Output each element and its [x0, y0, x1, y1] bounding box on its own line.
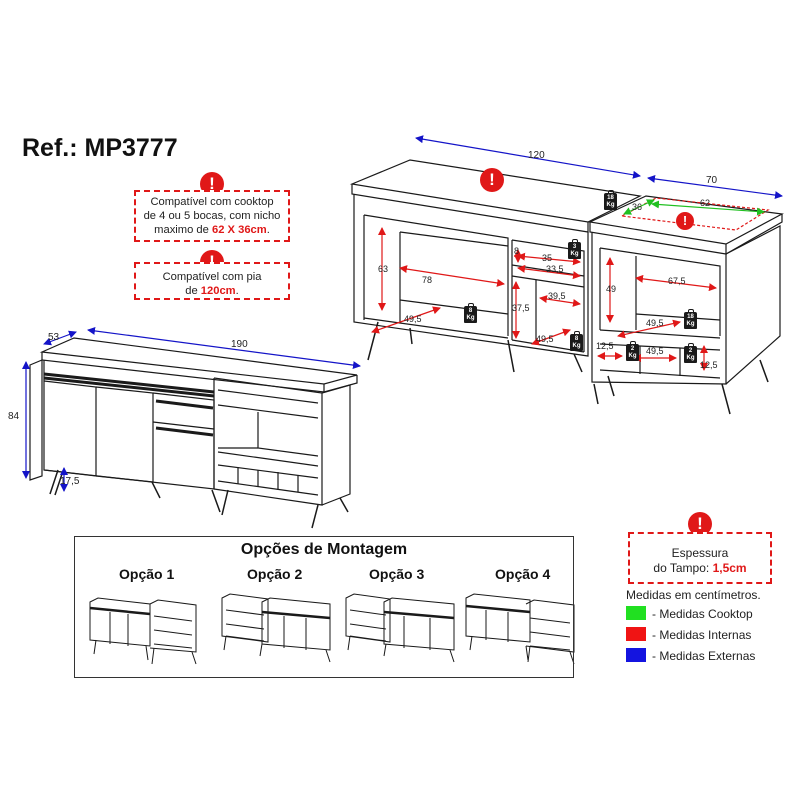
- note-line: maximo de 62 X 36cm.: [136, 223, 288, 237]
- note-text: .: [266, 224, 270, 236]
- internal-dimension-lines: [371, 227, 717, 371]
- note-text: do Tampo:: [653, 561, 713, 575]
- weight-value: 18: [687, 314, 694, 320]
- cooktop-compatibility-note: Compatível com cooktop de 4 ou 5 bocas, …: [134, 190, 290, 242]
- dimension-inner-width: 78: [422, 275, 433, 285]
- montage-title: Opções de Montagem: [240, 541, 408, 558]
- dimension-cooktop-niche-width: 62: [700, 198, 711, 208]
- weight-value: 2: [630, 346, 635, 352]
- montage-option-2-drawing: [221, 593, 331, 663]
- legend-item-cooktop: - Medidas Cooktop: [626, 604, 796, 625]
- weight-value: 3: [572, 244, 577, 250]
- note-highlight: 120cm: [200, 285, 236, 297]
- dimension-middle-height: 37,5: [512, 303, 530, 313]
- dimension-middle-width: 39,5: [548, 291, 566, 301]
- weight-unit: Kg: [466, 314, 475, 321]
- weight-unit: Kg: [572, 342, 581, 349]
- measurement-legend: Medidas em centímetros. - Medidas Cookto…: [626, 588, 796, 667]
- montage-option-label: Opção 3: [369, 566, 425, 582]
- dimension-cooktop-niche-depth: 36: [632, 202, 643, 212]
- montage-option-label: Opção 1: [119, 566, 175, 582]
- dimension-drawer-height: 8: [514, 246, 520, 256]
- dimension-leg-height: 17,5: [60, 476, 80, 487]
- assembled-unit-drawing: [29, 337, 358, 529]
- note-text: .: [235, 285, 239, 297]
- product-reference: Ref.: MP3777: [22, 134, 178, 162]
- dimension-main-width: 190: [231, 339, 248, 350]
- weight-value: 2: [688, 348, 693, 354]
- montage-option-1-drawing: [89, 597, 197, 665]
- dimension-drawer-width-2: 33,5: [546, 264, 564, 274]
- note-line: de 4 ou 5 bocas, com nicho: [143, 210, 281, 222]
- note-line: Compatível com cooktop: [150, 196, 274, 208]
- weight-unit: Kg: [570, 250, 579, 257]
- note-text: maximo de: [154, 224, 212, 236]
- dimension-cooktop-small-height: 12,5: [700, 360, 718, 370]
- montage-options-panel: Opções de Montagem Opção 1 Opção 2 Opção…: [74, 536, 574, 678]
- montage-option-label: Opção 2: [247, 566, 303, 582]
- weight-value: 18: [607, 195, 614, 201]
- dimension-cooktop-shelf: 49,5: [646, 318, 664, 328]
- dimension-cooktop-inner-width: 67,5: [668, 276, 686, 286]
- legend-title: Medidas em centímetros.: [626, 588, 761, 602]
- note-line: Espessura: [671, 546, 729, 560]
- dimension-niche-height: 63: [378, 264, 389, 274]
- weight-unit: Kg: [606, 201, 615, 208]
- legend-label: - Medidas Internas: [652, 628, 752, 642]
- weight-unit: Kg: [686, 320, 695, 327]
- montage-thumbnails: [89, 593, 575, 665]
- dimension-cooktop-small-width: 12,5: [596, 341, 614, 351]
- dimension-drawer-width-1: 35: [542, 253, 553, 263]
- weight-value: 8: [574, 336, 579, 342]
- dimension-cooktop-height: 49: [606, 284, 617, 294]
- sink-compatibility-note: Compatível com pia de 120cm.: [134, 262, 290, 300]
- montage-option-4-drawing: [465, 593, 575, 665]
- legend-swatch: [626, 606, 646, 620]
- note-highlight: 62 X 36cm: [211, 224, 267, 236]
- weight-value: 8: [468, 308, 473, 314]
- legend-swatch: [626, 648, 646, 662]
- dimension-cooktop-small-shelf: 49,5: [646, 346, 664, 356]
- top-thickness-note: Espessura do Tampo: 1,5cm: [628, 532, 772, 584]
- weight-unit: Kg: [628, 352, 637, 359]
- exclamation-icon: !: [480, 168, 504, 192]
- weight-unit: Kg: [686, 354, 695, 361]
- note-line: do Tampo: 1,5cm: [630, 561, 770, 576]
- dimension-main-depth: 53: [48, 332, 60, 343]
- exclamation-icon: !: [676, 212, 694, 230]
- legend-label: - Medidas Cooktop: [652, 607, 753, 621]
- note-line: Compatível com pia: [162, 271, 262, 283]
- note-text: de: [185, 285, 201, 297]
- legend-label: - Medidas Externas: [652, 649, 756, 663]
- montage-option-label: Opção 4: [495, 566, 551, 582]
- dimension-cooktop-width: 70: [706, 175, 718, 186]
- legend-item-internal: - Medidas Internas: [626, 625, 796, 646]
- dimension-middle-shelf: 49,5: [536, 334, 554, 344]
- dimension-main-height: 84: [8, 411, 20, 422]
- note-highlight: 1,5cm: [712, 561, 747, 575]
- note-line: de 120cm.: [136, 284, 288, 298]
- montage-option-3-drawing: [345, 593, 455, 663]
- cooktop-niche-lines: [620, 197, 770, 231]
- dimension-left-shelf: 49,5: [404, 314, 422, 324]
- legend-swatch: [626, 627, 646, 641]
- external-dimension-lines: [22, 135, 783, 492]
- legend-item-external: - Medidas Externas: [626, 646, 796, 667]
- dimension-sink-width: 120: [528, 150, 545, 161]
